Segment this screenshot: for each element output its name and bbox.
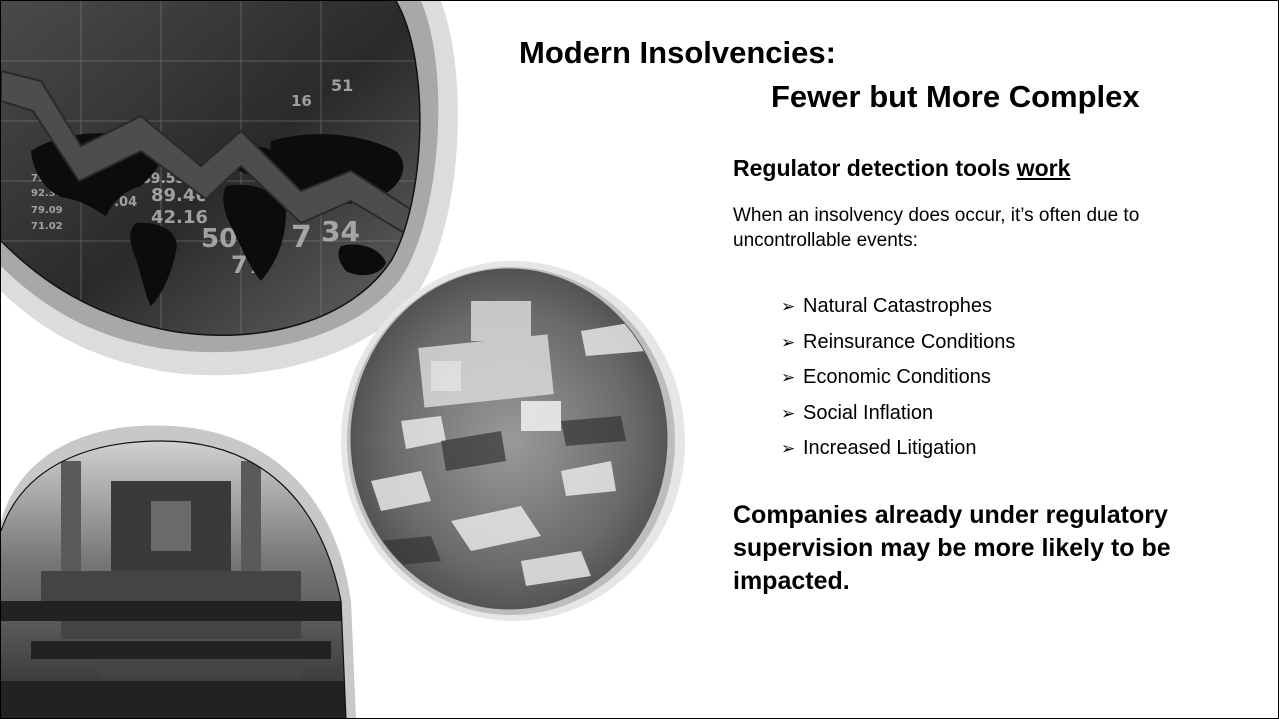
slide-title-line-1: Modern Insolvencies: <box>519 35 836 70</box>
svg-text:7: 7 <box>291 220 312 255</box>
slide-images: 89.46 42.16 50 7 77 34 79.15 92.35 79.09… <box>1 1 685 718</box>
svg-text:71.02: 71.02 <box>31 221 63 232</box>
courtroom-image <box>1 425 356 718</box>
list-item: ➢ Increased Litigation <box>781 435 1015 471</box>
bullet-text: Reinsurance Conditions <box>803 330 1016 353</box>
arrow-bullet-icon: ➢ <box>781 403 796 423</box>
svg-text:50: 50 <box>201 224 237 254</box>
storm-damage-debris-image <box>341 261 685 621</box>
arrow-bullet-icon: ➢ <box>781 439 796 458</box>
intro-paragraph: When an insolvency does occur, it’s ofte… <box>733 205 1140 251</box>
arrow-bullet-icon: ➢ <box>781 332 796 352</box>
list-item: ➢ Reinsurance Conditions <box>781 329 1015 365</box>
subheading-text: Regulator detection tools <box>733 155 1017 181</box>
list-item: ➢ Social Inflation <box>781 400 1015 436</box>
svg-text:92.35: 92.35 <box>31 188 63 199</box>
bullet-text: Increased Litigation <box>803 437 977 459</box>
svg-text:79.09: 79.09 <box>31 205 63 216</box>
list-item: ➢ Natural Catastrophes <box>781 293 1015 329</box>
slide-title-line-2: Fewer but More Complex <box>771 79 1140 114</box>
subheading: Regulator detection tools work <box>733 155 1070 182</box>
bullet-text: Economic Conditions <box>803 366 991 388</box>
closing-statement: Companies already under regulatory super… <box>733 501 1171 595</box>
bullet-list: ➢ Natural Catastrophes ➢ Reinsurance Condi… <box>781 293 1015 471</box>
svg-text:42.16: 42.16 <box>151 207 208 228</box>
bullet-text: Social Inflation <box>803 401 934 424</box>
svg-text:34: 34 <box>321 215 360 248</box>
subheading-emphasis: work <box>1016 155 1071 181</box>
stock-chart-world-map-image: 89.46 42.16 50 7 77 34 79.15 92.35 79.09… <box>1 1 458 376</box>
svg-text:16: 16 <box>291 92 312 110</box>
arrow-bullet-icon: ➢ <box>781 297 796 316</box>
bullet-text: Natural Catastrophes <box>803 295 992 317</box>
svg-text:51: 51 <box>331 76 353 95</box>
arrow-bullet-icon: ➢ <box>781 368 796 387</box>
list-item: ➢ Economic Conditions <box>781 364 1015 400</box>
